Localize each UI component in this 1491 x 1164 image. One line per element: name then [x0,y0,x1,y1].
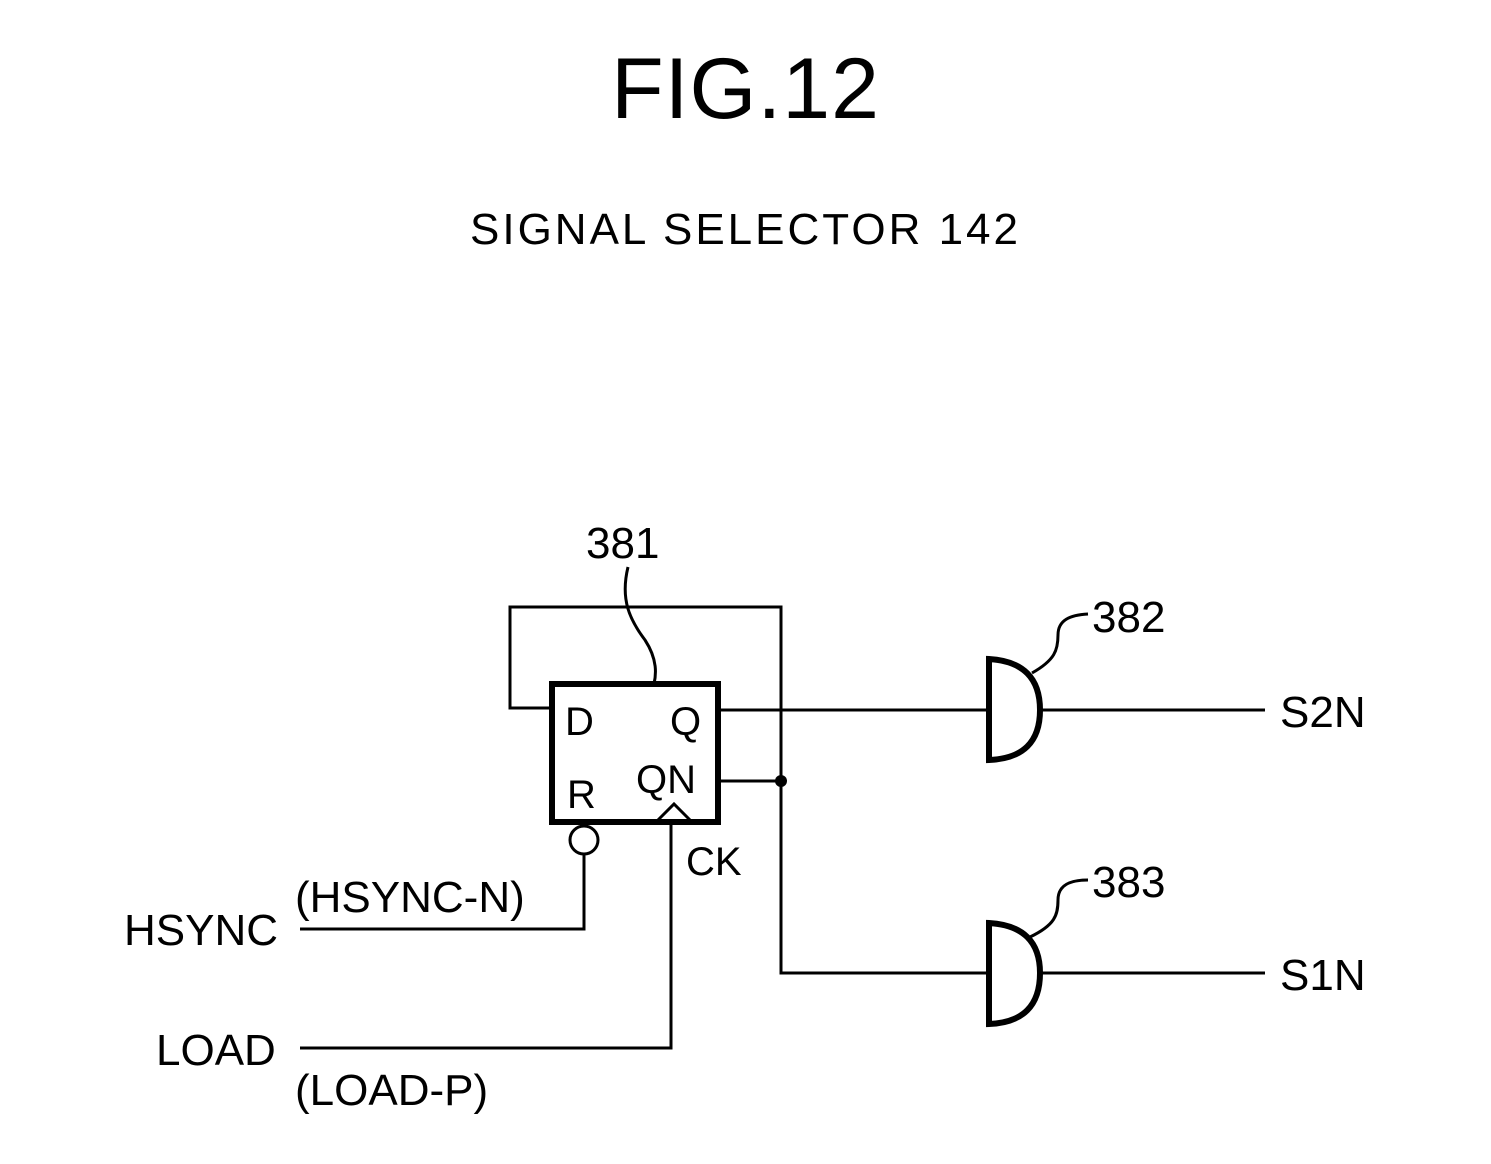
ref-381-leader [625,567,655,684]
s1n-label: S1N [1280,951,1366,1000]
hsync-label: HSYNC [124,906,278,955]
gate-383 [989,923,1040,1024]
ref-382-leader [1032,614,1088,673]
ref-381-label: 381 [586,519,659,568]
ref-383-label: 383 [1092,858,1165,907]
ref-382-label: 382 [1092,593,1165,642]
reset-inversion-bubble-icon [570,826,598,854]
pin-r-label: R [567,773,596,817]
pin-q-label: Q [670,700,701,744]
junction-dot [775,775,787,787]
pin-qn-label: QN [636,758,696,802]
pin-d-label: D [565,700,594,744]
load-wire [300,820,671,1048]
ref-383-leader [1030,880,1088,937]
clock-triangle-icon [658,804,690,820]
load-alias-label: (LOAD-P) [295,1066,488,1115]
hsync-alias-label: (HSYNC-N) [295,873,525,922]
pin-ck-label: CK [686,840,742,884]
load-label: LOAD [156,1026,276,1075]
gate-382 [989,659,1040,760]
s2n-label: S2N [1280,688,1366,737]
